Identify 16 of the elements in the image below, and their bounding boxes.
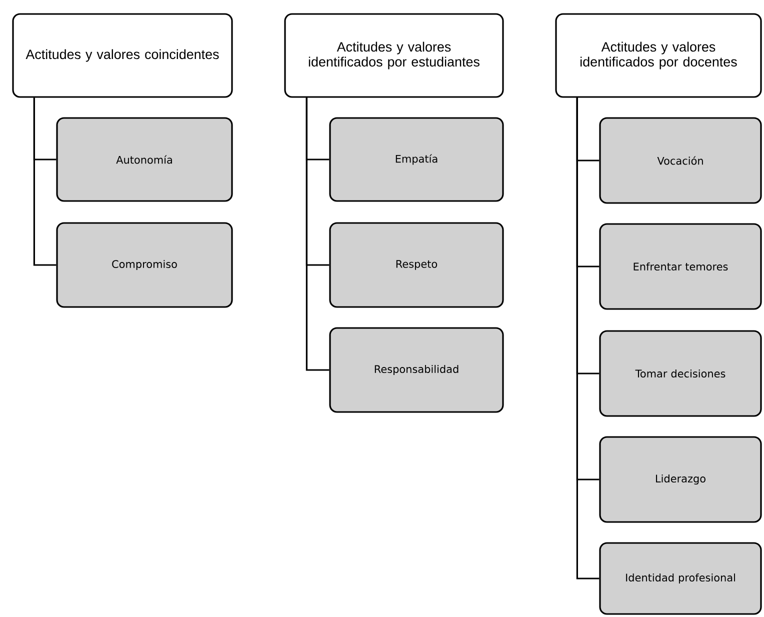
connector-line xyxy=(576,98,600,580)
heading-box: Actitudes y valores coincidentes xyxy=(12,13,233,98)
item-box: Respeto xyxy=(329,222,504,308)
connector-line xyxy=(33,98,56,266)
item-box: Empatía xyxy=(329,117,504,202)
item-box: Vocación xyxy=(599,117,762,204)
item-box: Tomar decisiones xyxy=(599,330,762,417)
item-box: Responsabilidad xyxy=(329,327,504,413)
item-box: Liderazgo xyxy=(599,436,762,523)
item-box: Identidad profesional xyxy=(599,542,762,615)
item-box: Compromiso xyxy=(56,222,233,308)
heading-box: Actitudes y valores identificados por docentes xyxy=(555,13,762,98)
connector-line xyxy=(306,98,330,371)
heading-box: Actitudes y valores identificados por estudiantes xyxy=(284,13,504,98)
item-box: Enfrentar temores xyxy=(599,223,762,310)
item-box: Autonomía xyxy=(56,117,233,202)
